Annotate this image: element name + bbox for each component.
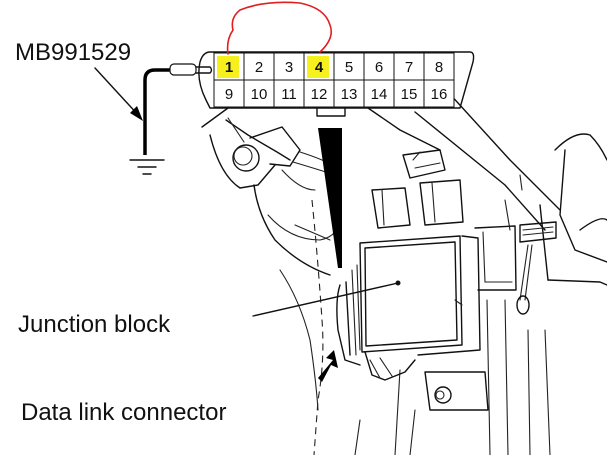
pin-label-7: 7 [405,59,413,76]
tool-arrow-icon [130,106,143,121]
pin-label-12: 12 [311,86,328,103]
pin-cell-11 [273,79,305,108]
pin-label-1: 1 [225,59,233,76]
pin-cell-12 [303,79,335,108]
probe-plug [169,63,197,76]
tool-label: MB991529 [15,39,131,66]
junction-block [336,225,517,381]
pin-label-6: 6 [375,59,383,76]
pin-label-16: 16 [431,86,448,103]
pin-label-13: 13 [341,86,358,103]
bolt-icon [232,144,260,172]
junction-block-leader [252,282,399,317]
ground-wire [94,63,213,175]
pin-label-10: 10 [251,86,268,103]
pin-label-4: 4 [315,59,324,76]
dlc-arrow-icon [318,350,338,382]
location-pointer-wedge [318,128,342,268]
pin-label-9: 9 [225,86,233,103]
pin-label-15: 15 [401,86,418,103]
pin-label-11: 11 [281,86,297,103]
pin-label-2: 2 [255,59,263,76]
junction-block-label: Junction block [18,311,171,338]
dashboard-line-art [201,91,607,455]
pin-cell-16 [423,79,455,108]
pin-label-14: 14 [371,86,388,103]
pin-cell-10 [243,79,275,108]
pin-cell-3 [273,52,305,81]
pin-cell-2 [243,52,275,81]
mounting-bolt-icon [434,386,452,404]
pin-highlight-4 [307,56,329,78]
data-link-connector-label: Data link connector [21,399,226,426]
jumper-wire [226,1,333,55]
pin-label-3: 3 [285,59,293,76]
pin-label-8: 8 [435,59,443,76]
pin-cell-9 [213,79,245,108]
pin-cell-8 [423,52,455,81]
pin-cell-5 [333,52,365,81]
pin-label-5: 5 [345,59,353,76]
pin-highlight-1 [217,56,239,78]
